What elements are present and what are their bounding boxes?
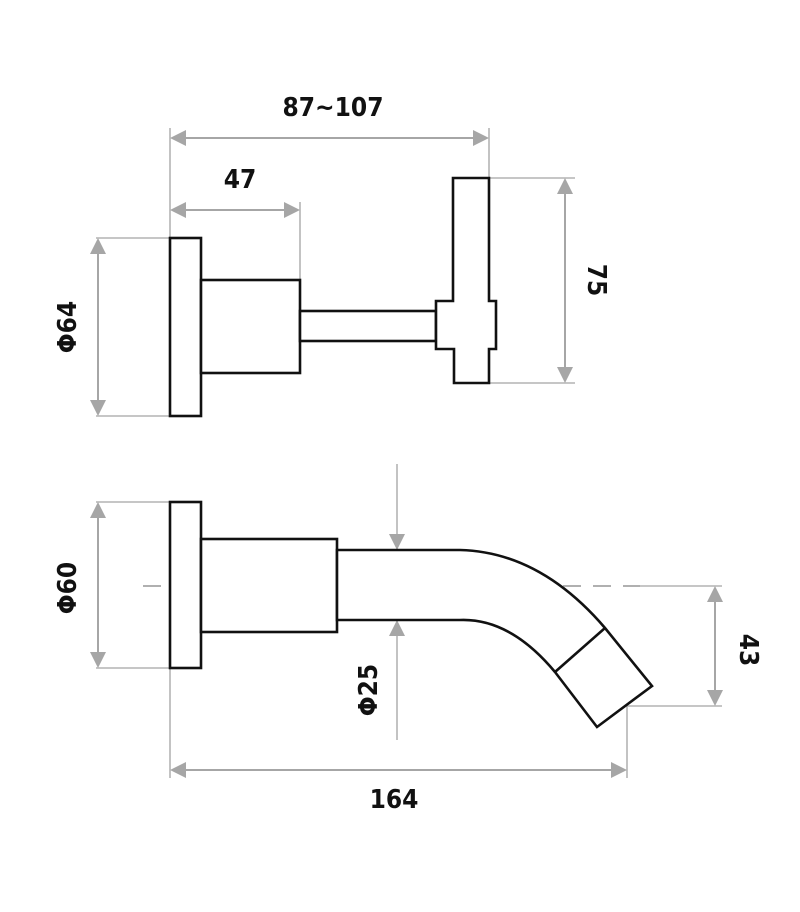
arrow-up-icon bbox=[557, 178, 573, 194]
dim-label-87-107: 87~107 bbox=[283, 93, 384, 123]
arrow-up-icon bbox=[389, 620, 405, 636]
arrow-right-icon bbox=[611, 762, 627, 778]
tap-view: 87~107 47 Φ64 75 bbox=[53, 93, 611, 418]
dimension-outlet-drop: 43 bbox=[707, 586, 763, 706]
arrow-up-icon bbox=[707, 586, 723, 602]
spout-view: Φ60 Φ25 43 164 bbox=[53, 464, 763, 815]
lever-handle bbox=[434, 176, 498, 385]
dim-label-47: 47 bbox=[224, 165, 257, 195]
dimension-spout-diameter: Φ25 bbox=[354, 534, 405, 716]
dimension-spout-projection: 164 bbox=[170, 762, 627, 815]
curved-spout bbox=[335, 548, 654, 729]
arrow-up-icon bbox=[90, 238, 106, 254]
arrow-down-icon bbox=[90, 652, 106, 668]
spout-body bbox=[199, 537, 339, 634]
arrow-left-icon bbox=[170, 762, 186, 778]
dimension-flange-diameter-64: Φ64 bbox=[53, 238, 106, 416]
arrow-up-icon bbox=[90, 502, 106, 518]
tap-stem bbox=[298, 309, 438, 343]
dim-label-75: 75 bbox=[581, 264, 611, 297]
dim-label-phi60: Φ60 bbox=[53, 562, 83, 614]
arrow-down-icon bbox=[707, 690, 723, 706]
dimension-handle-height: 75 bbox=[557, 178, 611, 383]
dimension-body-projection: 47 bbox=[170, 165, 300, 218]
tap-body bbox=[199, 278, 302, 375]
dim-label-43: 43 bbox=[733, 634, 763, 667]
dim-label-phi25: Φ25 bbox=[354, 664, 384, 716]
dimension-flange-diameter-60: Φ60 bbox=[53, 502, 106, 668]
spout-outlet-joint bbox=[554, 627, 606, 673]
dim-label-phi64: Φ64 bbox=[53, 301, 83, 353]
arrow-down-icon bbox=[557, 367, 573, 383]
dim-label-164: 164 bbox=[370, 785, 419, 815]
dimension-overall-projection: 87~107 bbox=[170, 93, 489, 146]
wall-flange bbox=[168, 236, 203, 418]
arrow-left-icon bbox=[170, 202, 186, 218]
arrow-down-icon bbox=[389, 534, 405, 550]
arrow-right-icon bbox=[473, 130, 489, 146]
arrow-down-icon bbox=[90, 400, 106, 416]
arrow-right-icon bbox=[284, 202, 300, 218]
spout-wall-flange bbox=[168, 500, 203, 670]
arrow-left-icon bbox=[170, 130, 186, 146]
